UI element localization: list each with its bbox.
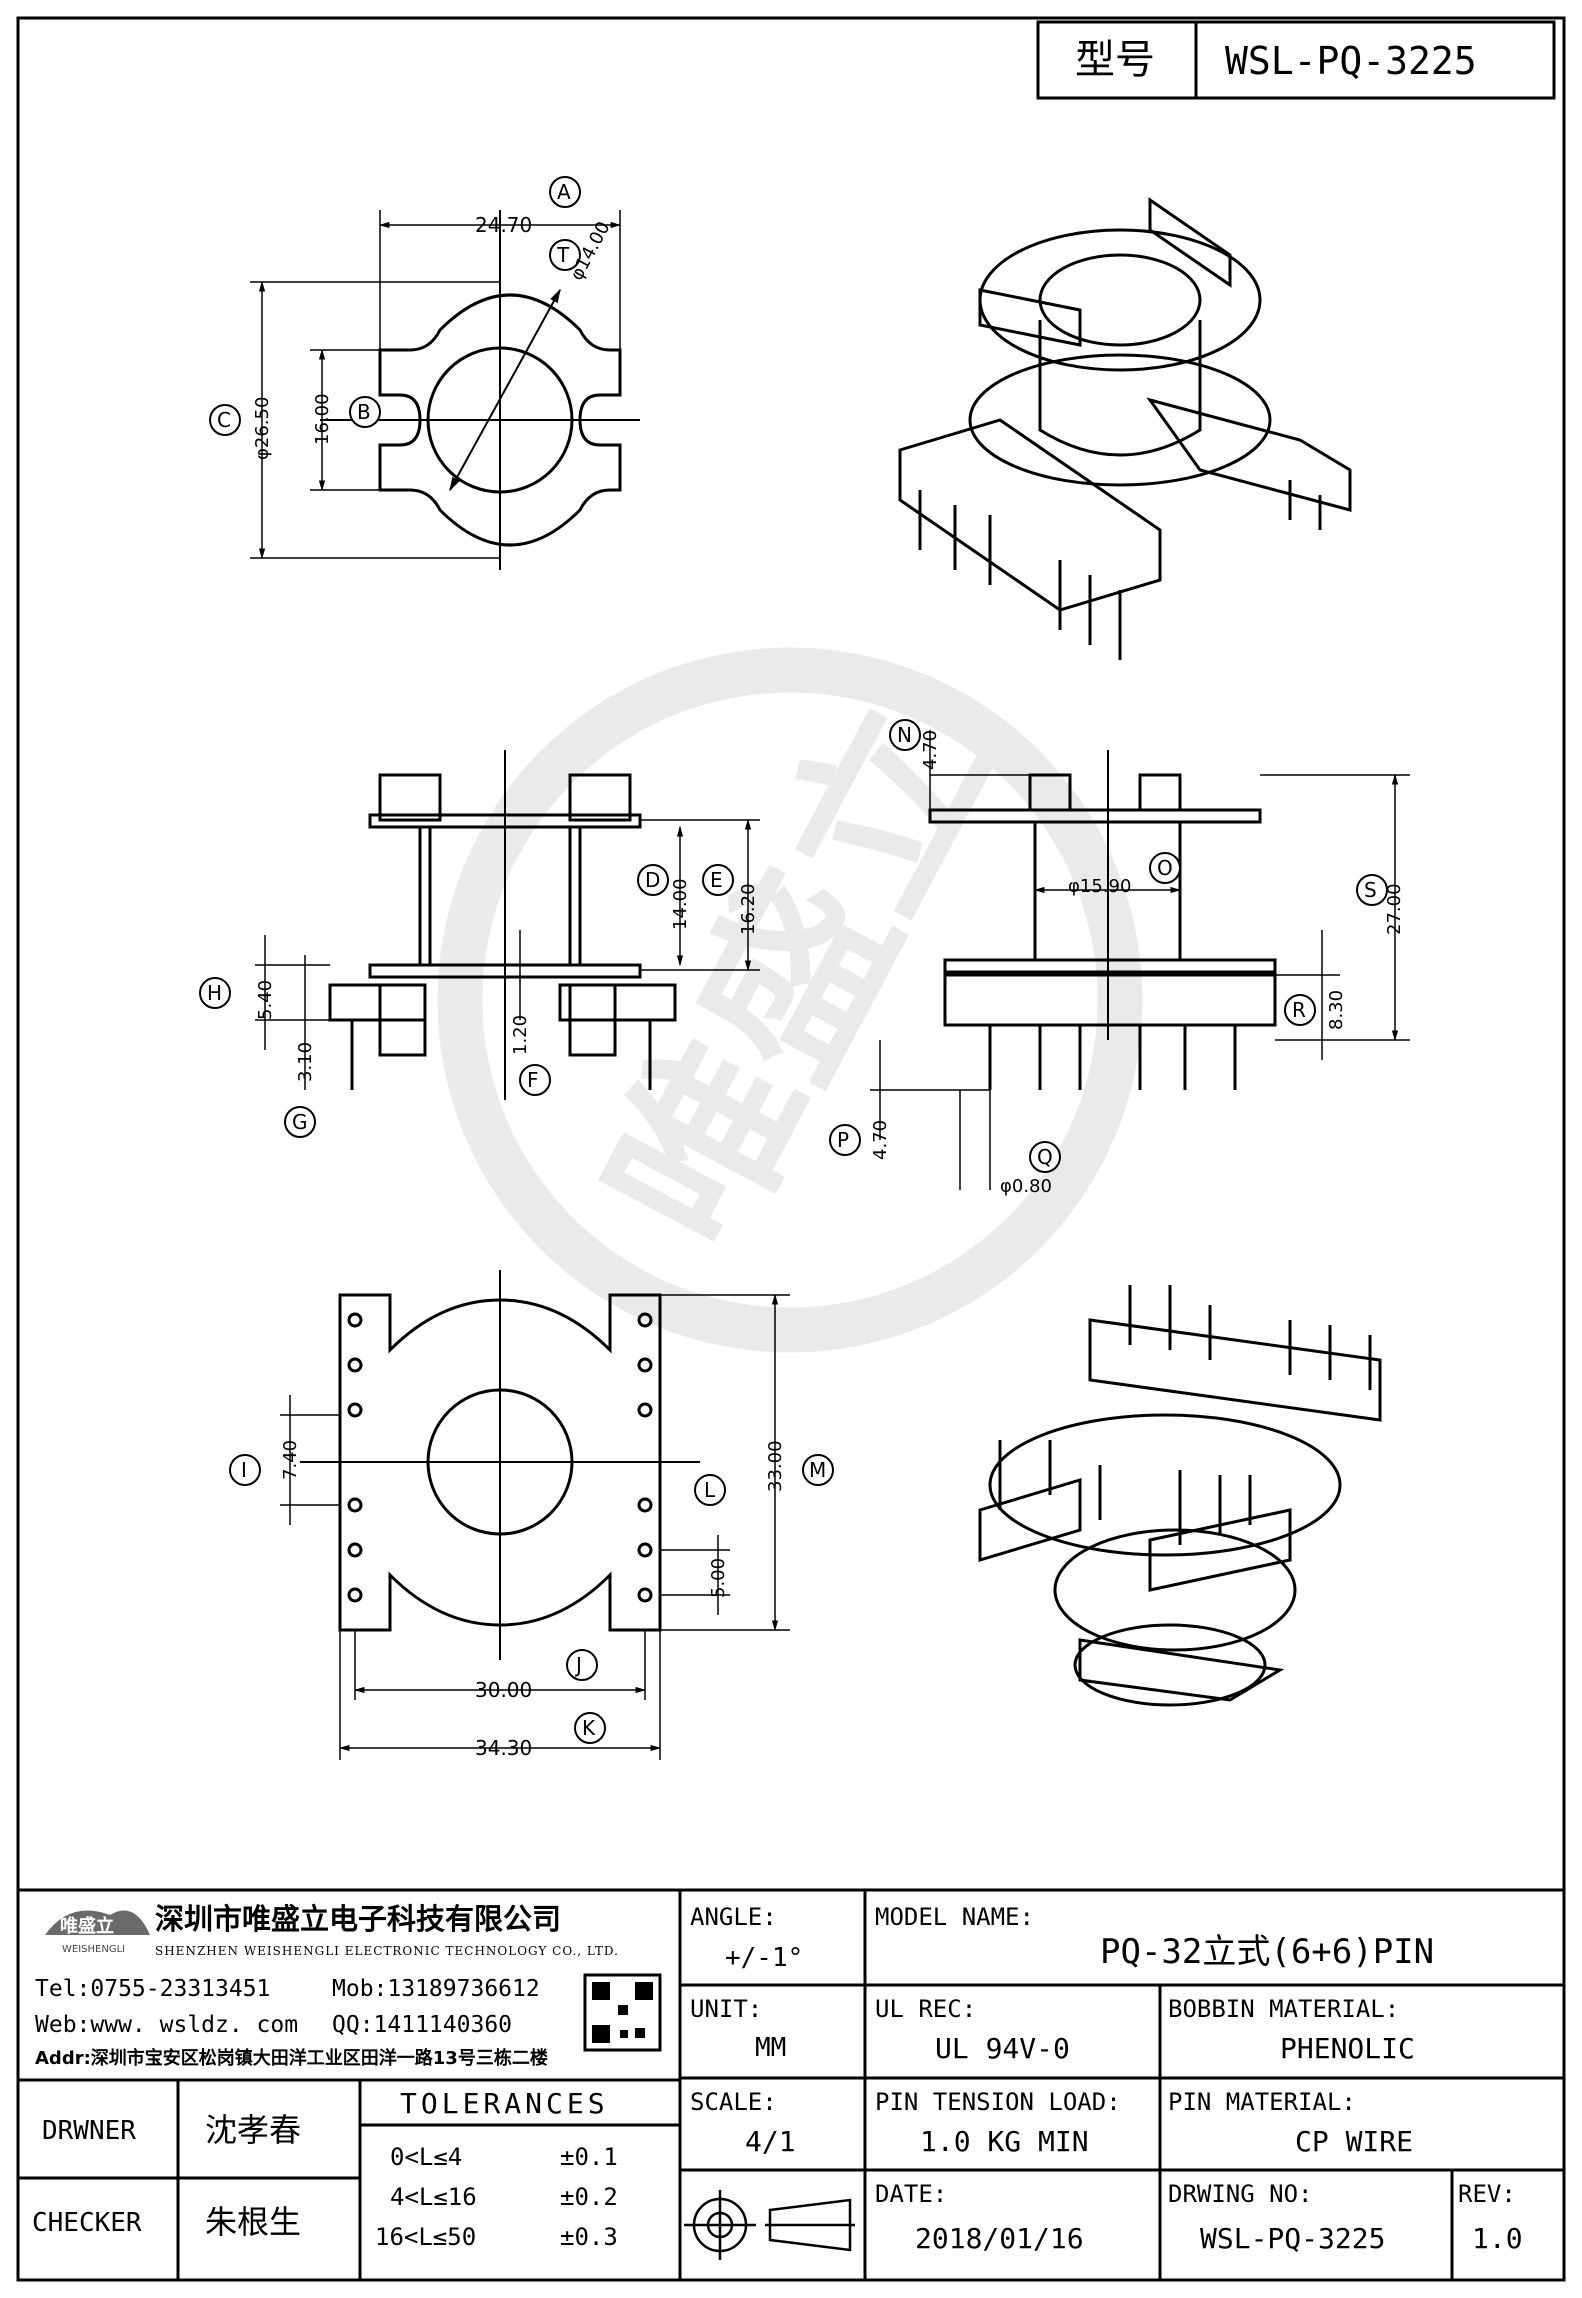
callout-l: L — [704, 1478, 716, 1502]
dim-1-20: 1.20 — [510, 1014, 531, 1055]
drawing-no-label: DRWING NO: — [1168, 2180, 1313, 2208]
pin-material-label: PIN MATERIAL: — [1168, 2088, 1356, 2116]
date-label: DATE: — [875, 2180, 948, 2208]
qr-code — [583, 1973, 662, 2052]
unit-value: MM — [755, 2033, 787, 2063]
company-web: Web:www. wsldz. com — [35, 2012, 299, 2038]
model-header-value: WSL-PQ-3225 — [1225, 39, 1477, 83]
ul-rec-value: UL 94V-0 — [935, 2032, 1070, 2065]
callout-a: A — [557, 180, 571, 204]
callout-n: N — [897, 723, 912, 747]
front-view — [255, 750, 760, 1100]
callout-d: D — [645, 868, 661, 892]
company-name-cn: 深圳市唯盛立电子科技有限公司 — [155, 1902, 562, 1936]
checker-label: CHECKER — [32, 2208, 142, 2238]
callout-g: G — [292, 1110, 308, 1134]
side-view — [870, 730, 1410, 1190]
dim-30-00: 30.00 — [475, 1678, 533, 1702]
watermark-logo: 唯盛立 — [437, 647, 1143, 1353]
dim-14-00: 14.00 — [670, 878, 691, 930]
rev-value: 1.0 — [1472, 2222, 1523, 2255]
logo-subtext: WEISHENGLI — [62, 1944, 126, 1955]
dim-3-10: 3.10 — [295, 1041, 316, 1082]
callout-h: H — [207, 981, 223, 1005]
isometric-view-1 — [898, 197, 1352, 660]
callout-o: O — [1157, 856, 1173, 880]
tol-value-3: ±0.3 — [560, 2223, 618, 2251]
company-qq: QQ:1411140360 — [332, 2012, 513, 2038]
dim-4-70-bottom: 4.70 — [870, 1119, 891, 1160]
scale-label: SCALE: — [690, 2088, 777, 2116]
callout-c: C — [217, 408, 231, 432]
dim-16-20: 16.20 — [738, 883, 759, 935]
bobbin-material-label: BOBBIN MATERIAL: — [1168, 1995, 1400, 2023]
projection-symbol — [684, 2190, 855, 2260]
angle-value: +/-1° — [725, 1943, 804, 1973]
checker-value: 朱根生 — [205, 2203, 302, 2241]
company-tel: Tel:0755-23313451 — [35, 1976, 271, 2002]
tol-range-1: 0<L≤4 — [390, 2143, 463, 2171]
dim-33-00: 33.00 — [765, 1440, 786, 1492]
callout-e: E — [710, 868, 723, 892]
bottom-view — [280, 1270, 790, 1760]
date-value: 2018/01/16 — [915, 2222, 1084, 2255]
model-name-label: MODEL NAME: — [875, 1903, 1034, 1931]
logo-text: 唯盛立 — [60, 1916, 114, 1937]
callout-p: P — [837, 1128, 850, 1152]
company-address: Addr:深圳市宝安区松岗镇大田洋工业区田洋一路13号三栋二楼 — [35, 2048, 548, 2069]
unit-label: UNIT: — [690, 1995, 763, 2023]
callout-k: K — [582, 1716, 596, 1740]
callout-j: J — [576, 1653, 582, 1677]
dim-8-30: 8.30 — [1326, 989, 1347, 1030]
dim-phi-0-80: φ0.80 — [1000, 1176, 1052, 1197]
pin-material-value: CP WIRE — [1295, 2125, 1414, 2158]
company-name-en: SHENZHEN WEISHENGLI ELECTRONIC TECHNOLOG… — [155, 1944, 619, 1958]
rev-label: REV: — [1458, 2180, 1516, 2208]
outer-border — [16, 16, 1566, 2282]
bobbin-material-value: PHENOLIC — [1280, 2032, 1415, 2065]
callout-q: Q — [1037, 1145, 1053, 1169]
callout-b: B — [357, 400, 371, 424]
pin-tension-label: PIN TENSION LOAD: — [875, 2088, 1121, 2116]
scale-value: 4/1 — [745, 2125, 796, 2158]
dim-7-40: 7.40 — [280, 1439, 301, 1480]
dim-5-40: 5.40 — [255, 979, 276, 1020]
isometric-view-2 — [978, 1285, 1382, 1707]
drawer-label: DRWNER — [42, 2116, 136, 2146]
callout-r: R — [1292, 998, 1306, 1022]
tol-value-1: ±0.1 — [560, 2143, 618, 2171]
tol-range-2: 4<L≤16 — [390, 2183, 477, 2211]
callout-circles — [199, 176, 1388, 1744]
callout-i: I — [241, 1458, 247, 1482]
dim-phi-15-90: φ15.90 — [1068, 876, 1132, 897]
title-block-grid — [18, 1888, 1564, 2280]
callout-s: S — [1364, 878, 1377, 902]
model-header-box — [1036, 20, 1556, 100]
dim-4-70-top: 4.70 — [920, 729, 941, 770]
dim-16-00: 16.00 — [312, 393, 333, 445]
dim-34-30: 34.30 — [475, 1736, 533, 1760]
angle-label: ANGLE: — [690, 1903, 777, 1931]
dim-27-00: 27.00 — [1384, 883, 1405, 935]
tol-range-3: 16<L≤50 — [375, 2223, 477, 2251]
tol-value-2: ±0.2 — [560, 2183, 618, 2211]
drawing-no-value: WSL-PQ-3225 — [1200, 2222, 1386, 2255]
dim-phi-26-50: φ26.50 — [252, 396, 273, 460]
callout-m: M — [809, 1458, 827, 1482]
top-view — [250, 210, 640, 570]
drawer-value: 沈孝春 — [205, 2111, 302, 2149]
company-mob: Mob:13189736612 — [332, 1976, 540, 2002]
company-logo — [45, 1910, 150, 1935]
dim-5-00: 5.00 — [708, 1557, 729, 1598]
tolerances-label: TOLERANCES — [400, 2087, 609, 2120]
dim-24-70: 24.70 — [475, 213, 533, 237]
model-header-label: 型号 — [1075, 37, 1155, 83]
ul-rec-label: UL REC: — [875, 1995, 977, 2023]
pin-tension-value: 1.0 KG MIN — [920, 2125, 1089, 2158]
callout-f: F — [527, 1068, 539, 1092]
model-name-value: PQ-32立式(6+6)PIN — [1100, 1932, 1435, 1972]
callout-t: T — [557, 243, 570, 267]
